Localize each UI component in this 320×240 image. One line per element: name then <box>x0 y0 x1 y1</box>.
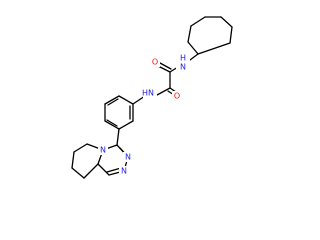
bond <box>116 128 120 146</box>
triazole-nitrogen-bottom: N <box>121 167 127 176</box>
bond <box>187 25 192 43</box>
bond <box>71 167 85 179</box>
bond <box>156 87 171 96</box>
bond <box>187 41 199 55</box>
bond <box>118 120 134 130</box>
atom-labels: H N O O H N N N N <box>98 54 190 176</box>
label-background <box>143 88 157 100</box>
molecule-structure: H N O O H N N N N <box>71 16 233 179</box>
bond <box>159 62 172 70</box>
bond <box>73 143 88 153</box>
cycloheptyl-ring <box>187 16 233 55</box>
carbonyl-oxygen-bottom: O <box>174 92 180 101</box>
bond <box>83 163 99 179</box>
carbonyl-oxygen-top: O <box>152 58 158 67</box>
bond <box>71 151 75 169</box>
bond <box>106 167 122 173</box>
label-background <box>123 152 133 162</box>
bond <box>189 53 199 61</box>
triazole-nitrogen-right: N <box>125 153 131 162</box>
nh-hydrogen-top: H <box>180 54 186 63</box>
bond <box>190 16 206 27</box>
label-background <box>119 166 129 176</box>
nh-hydrogen-mid: H <box>142 89 148 98</box>
bond <box>197 42 231 55</box>
label-background <box>172 91 182 101</box>
amide-nitrogen-top: N <box>180 63 186 72</box>
amide-nitrogen-mid: N <box>148 89 154 98</box>
triazole-nitrogen-bridge: N <box>100 146 106 155</box>
bond <box>229 26 233 44</box>
bond <box>104 95 120 105</box>
bond <box>118 95 134 105</box>
bond <box>220 16 233 28</box>
label-background <box>98 145 108 155</box>
bond <box>104 120 120 130</box>
molecule-canvas: H N O O H N N N N <box>71 16 233 179</box>
label-background <box>150 57 160 67</box>
bond <box>97 163 110 176</box>
benzene-ring <box>104 95 134 130</box>
bond <box>106 119 118 127</box>
bond <box>107 98 119 106</box>
label-background <box>176 54 190 74</box>
